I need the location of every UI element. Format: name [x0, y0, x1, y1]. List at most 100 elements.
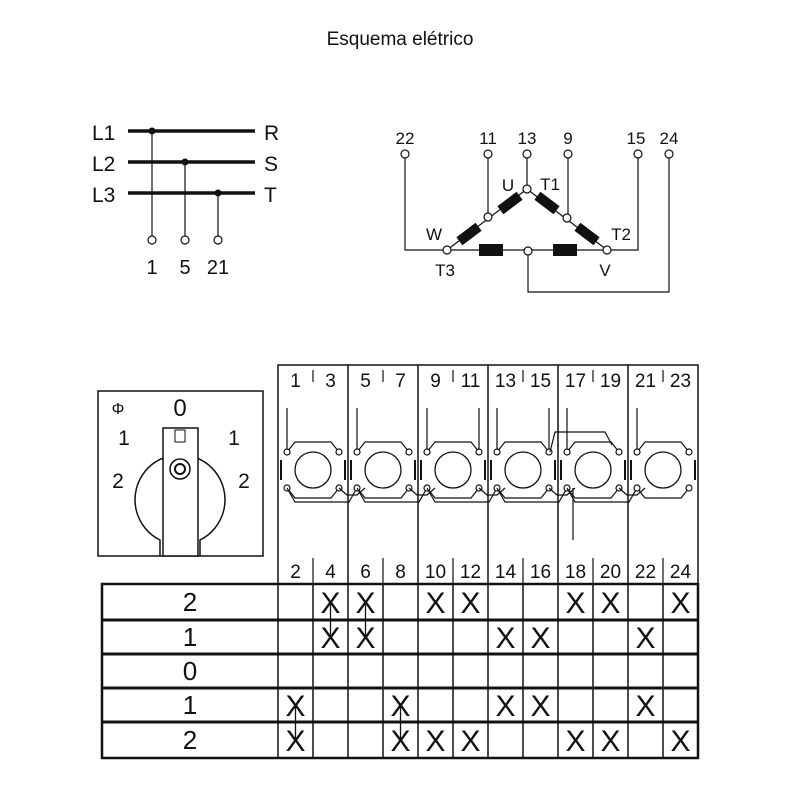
contact-label-bottom: 10	[425, 562, 446, 583]
contact-label-bottom: 4	[325, 562, 336, 583]
diagram-title: Esquema elétrico	[326, 29, 474, 50]
motor-terminal-15: 15	[627, 129, 646, 148]
contact-bridge	[426, 441, 480, 499]
contact-point	[633, 448, 641, 456]
contact-point	[353, 448, 361, 456]
contact-label-top: 3	[325, 371, 336, 392]
motor-terminal-13: 13	[518, 129, 537, 148]
closed-contact-mark: X	[355, 622, 375, 655]
contact-label-bottom: 2	[290, 562, 301, 583]
contact-label-bottom: 16	[530, 562, 551, 583]
winding-icons	[456, 191, 600, 256]
contact-label-bottom: 14	[495, 562, 517, 583]
jumper-wire	[618, 487, 646, 496]
closed-contact-mark: X	[565, 725, 585, 758]
closed-contact-mark: X	[460, 725, 480, 758]
knob-position-0: 0	[173, 395, 186, 422]
table-position-label: 1	[183, 690, 197, 720]
contact-point	[685, 448, 693, 456]
terminal-label-5: 5	[179, 257, 190, 279]
label-t: T	[264, 184, 277, 207]
terminal-label-1: 1	[146, 257, 157, 279]
node-label-t3: T3	[435, 261, 455, 280]
contact-label-bottom: 22	[635, 562, 656, 583]
phi-symbol: Φ	[112, 401, 125, 418]
closed-contact-mark: X	[670, 725, 690, 758]
jumper-wire	[548, 487, 576, 496]
contact-label-bottom: 6	[360, 562, 371, 583]
contact-cam-icon	[504, 451, 542, 489]
label-s: S	[264, 153, 278, 176]
closed-contact-mark: X	[495, 690, 515, 723]
jumper-wire	[286, 487, 358, 503]
contact-cam-icon	[434, 451, 472, 489]
closed-contact-mark: X	[600, 587, 620, 620]
knob-position-left-1: 1	[118, 427, 130, 450]
closed-contact-mark: X	[425, 725, 445, 758]
jumper-wire	[549, 431, 613, 453]
label-l3: L3	[92, 184, 115, 207]
label-l1: L1	[92, 122, 115, 145]
contact-cam-icon	[364, 451, 402, 489]
contact-label-top: 9	[430, 371, 441, 392]
contact-label-bottom: 8	[395, 562, 406, 583]
closed-contact-mark: X	[565, 587, 585, 620]
contact-cam-icon	[644, 451, 682, 489]
label-l2: L2	[92, 153, 115, 176]
jumper-wire	[478, 487, 506, 496]
jumper-wire	[408, 487, 436, 496]
table-position-label: 0	[183, 656, 197, 686]
jumper-wire	[566, 487, 638, 503]
knob-position-left-2: 2	[112, 470, 124, 493]
knob-position-right-1: 1	[228, 427, 240, 450]
jumper-wire	[338, 487, 366, 496]
closed-contact-mark: X	[425, 587, 445, 620]
motor-terminal-11: 11	[479, 129, 497, 148]
jumper-wire	[496, 487, 568, 503]
contact-label-top: 23	[670, 371, 691, 392]
contact-point	[335, 448, 343, 456]
table-position-label: 1	[183, 622, 197, 652]
contact-point	[423, 448, 431, 456]
contact-label-top: 19	[600, 371, 621, 392]
selector-knob-panel: Φ 0 1 2 1 2	[97, 390, 264, 557]
contact-bridge	[286, 441, 340, 499]
contact-label-bottom: 24	[670, 562, 692, 583]
contact-label-top: 13	[495, 371, 516, 392]
motor-terminal-9: 9	[563, 129, 572, 148]
contact-label-top: 15	[530, 371, 551, 392]
node-label-t1: T1	[540, 175, 560, 194]
contact-label-top: 11	[461, 371, 481, 392]
closed-contact-mark: X	[600, 725, 620, 758]
contact-point	[685, 484, 693, 492]
contact-label-bottom: 20	[600, 562, 621, 583]
contact-bridge	[636, 441, 690, 499]
node-label-u: U	[502, 176, 514, 195]
supply-lines: L1 L2 L3 R S T 1 5 21	[92, 122, 279, 279]
contact-point	[563, 448, 571, 456]
table-position-label: 2	[183, 725, 197, 755]
contact-label-top: 1	[290, 371, 301, 392]
contact-point	[475, 448, 483, 456]
closed-contact-mark: X	[495, 622, 515, 655]
contact-point	[615, 448, 623, 456]
contact-cam-icon	[294, 451, 332, 489]
closed-contact-mark: X	[530, 622, 550, 655]
contact-label-top: 7	[395, 371, 406, 392]
motor-delta: 22 11 13 9 15 24 U T1 W T2 T3 V	[396, 129, 678, 293]
node-label-t2: T2	[611, 225, 631, 244]
node-label-w: W	[426, 225, 442, 244]
terminal-label-21: 21	[207, 257, 229, 279]
contact-bridge	[496, 441, 550, 499]
contact-bridge	[356, 441, 410, 499]
closed-contact-mark: X	[530, 690, 550, 723]
contact-label-bottom: 12	[460, 562, 481, 583]
contact-point	[493, 448, 501, 456]
closed-contact-mark: X	[390, 725, 410, 758]
closed-contact-mark: X	[320, 622, 340, 655]
closed-contact-mark: X	[635, 690, 655, 723]
